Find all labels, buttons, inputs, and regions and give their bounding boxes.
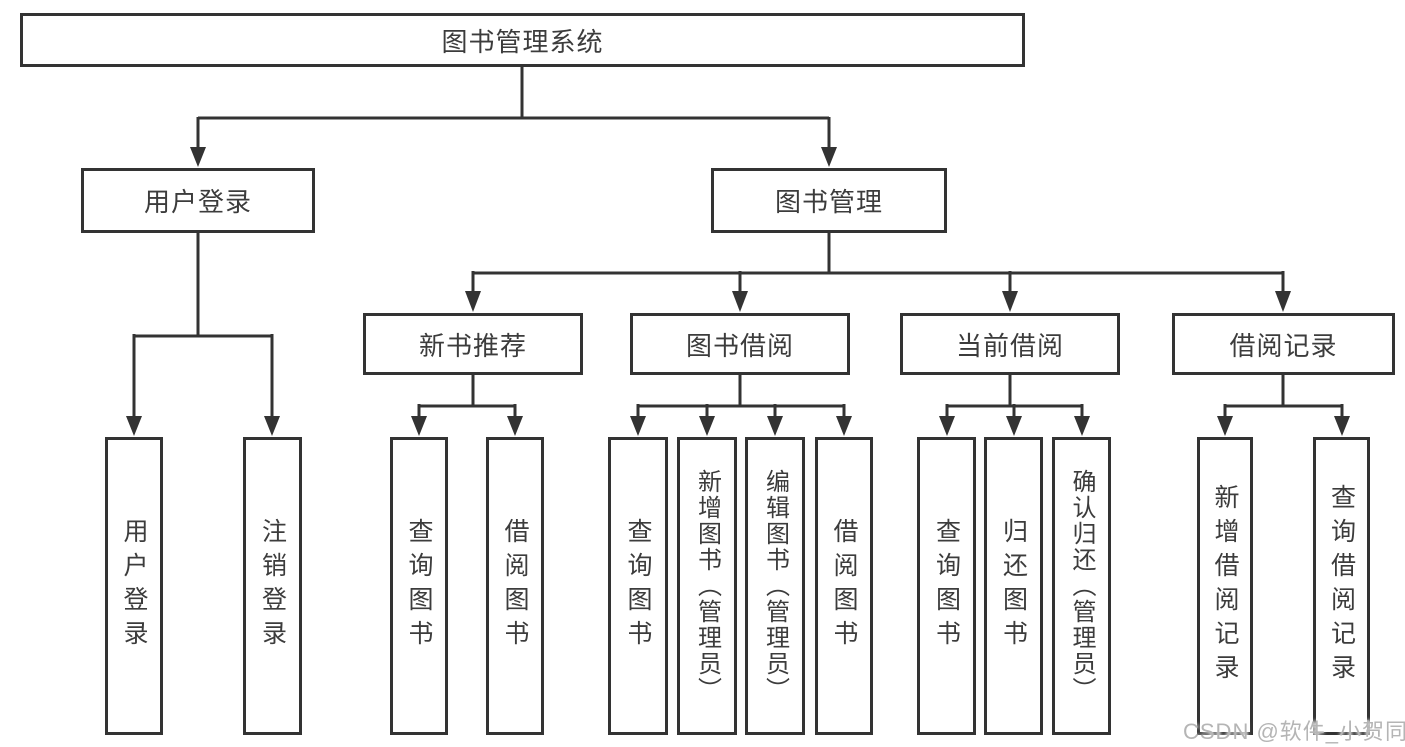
node-book-management: 图书管理 bbox=[711, 168, 947, 233]
leaf-edit-books-admin: 编辑图书（管理员） bbox=[745, 437, 805, 735]
connector-current-borrow-children bbox=[939, 375, 1090, 436]
connector-book-mgmt-groups bbox=[465, 233, 1291, 312]
leaf-logout: 注销登录 bbox=[243, 437, 302, 735]
node-borrow-records: 借阅记录 bbox=[1172, 313, 1395, 375]
leaf-add-books-admin: 新增图书（管理员） bbox=[677, 437, 737, 735]
node-user-login: 用户登录 bbox=[81, 168, 315, 233]
leaf-query-borrow-record: 查询借阅记录 bbox=[1313, 437, 1370, 735]
leaf-confirm-return-admin: 确认归还（管理员） bbox=[1052, 437, 1111, 735]
node-current-borrow: 当前借阅 bbox=[900, 313, 1120, 375]
connector-user-login-children bbox=[126, 233, 280, 436]
node-library-system: 图书管理系统 bbox=[20, 13, 1025, 67]
leaf-borrow-books-2: 借阅图书 bbox=[815, 437, 873, 735]
leaf-borrow-books-1: 借阅图书 bbox=[486, 437, 544, 735]
leaf-query-books-3: 查询图书 bbox=[917, 437, 976, 735]
leaf-query-books-2: 查询图书 bbox=[608, 437, 668, 735]
csdn-watermark: CSDN @软件_小贺同学 bbox=[1183, 719, 1405, 744]
connector-borrow-records-children bbox=[1217, 375, 1350, 436]
leaf-return-books: 归还图书 bbox=[984, 437, 1043, 735]
leaf-user-login: 用户登录 bbox=[105, 437, 163, 735]
leaf-add-borrow-record: 新增借阅记录 bbox=[1197, 437, 1253, 735]
connector-new-book-children bbox=[411, 375, 523, 436]
node-new-book-recommend: 新书推荐 bbox=[363, 313, 583, 375]
connector-root-to-level2 bbox=[190, 67, 837, 167]
node-book-borrow: 图书借阅 bbox=[630, 313, 850, 375]
connector-book-borrow-children bbox=[630, 375, 852, 436]
leaf-query-books-1: 查询图书 bbox=[390, 437, 448, 735]
